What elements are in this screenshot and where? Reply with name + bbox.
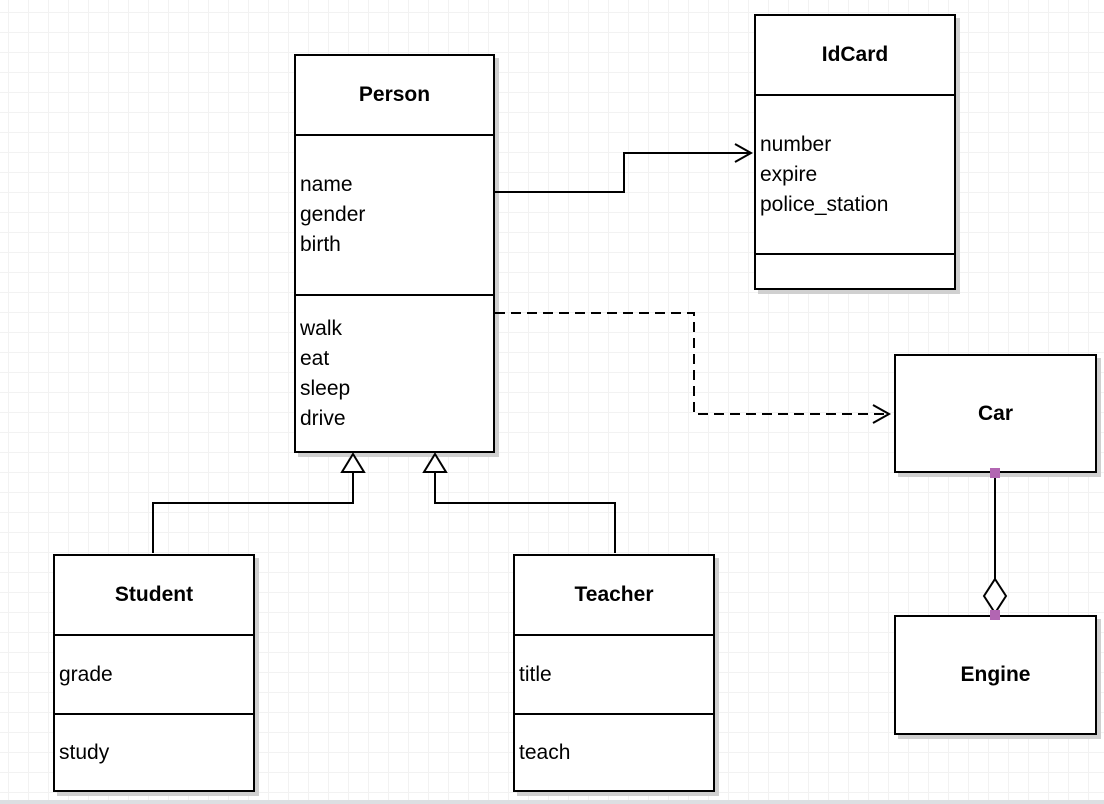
class-attribute: birth — [300, 233, 341, 256]
class-attribute: grade — [59, 662, 113, 686]
generalization-teacher-person[interactable] — [422, 452, 616, 553]
association-line[interactable] — [495, 152, 749, 193]
class-attribute: gender — [300, 203, 366, 226]
class-attribute: name — [300, 173, 353, 196]
hollow-triangle-arrowhead-icon — [340, 452, 366, 473]
class-teacher[interactable]: Teacher title teach — [513, 554, 715, 792]
class-person[interactable]: Person name gender birth walk eat sleep … — [294, 54, 495, 453]
class-method: drive — [300, 406, 346, 430]
class-student-title: Student — [114, 583, 194, 606]
association-person-idcard[interactable] — [495, 143, 754, 193]
class-attribute: police_station — [760, 192, 889, 216]
canvas-bottom-edge — [0, 800, 1104, 804]
class-method: walk — [300, 316, 343, 340]
generalization-line[interactable] — [152, 472, 354, 553]
open-arrowhead-icon — [872, 404, 892, 424]
class-teacher-title: Teacher — [574, 583, 654, 606]
class-student[interactable]: Student grade study — [53, 554, 255, 792]
class-attribute: expire — [760, 162, 818, 186]
class-idcard-attributes: number expire police_station — [756, 94, 954, 253]
class-method: eat — [300, 346, 330, 370]
class-attribute: number — [760, 132, 832, 156]
dependency-person-car[interactable] — [495, 312, 892, 424]
class-idcard-methods-empty — [756, 253, 954, 288]
class-teacher-methods: teach — [515, 713, 713, 790]
class-teacher-attributes: title — [515, 634, 713, 713]
class-person-title: Person — [358, 83, 431, 106]
generalization-student-person[interactable] — [152, 452, 366, 553]
class-car-title: Car — [977, 401, 1014, 425]
class-engine[interactable]: Engine — [894, 615, 1097, 735]
class-idcard[interactable]: IdCard number expire police_station — [754, 14, 956, 290]
class-student-attributes: grade — [55, 634, 253, 713]
class-person-attributes: name gender birth — [296, 134, 493, 294]
open-arrowhead-icon — [734, 143, 754, 163]
hollow-triangle-arrowhead-icon — [422, 452, 448, 473]
class-engine-title: Engine — [960, 663, 1031, 686]
connection-point-marker[interactable] — [990, 610, 1000, 620]
class-person-methods: walk eat sleep drive — [296, 294, 493, 451]
class-car[interactable]: Car — [894, 354, 1097, 473]
class-idcard-title: IdCard — [821, 43, 889, 66]
generalization-line[interactable] — [434, 472, 616, 553]
aggregation-car-engine[interactable] — [982, 468, 1008, 620]
dependency-line[interactable] — [495, 312, 887, 415]
class-attribute: title — [519, 662, 552, 686]
hollow-diamond-icon — [982, 577, 1008, 615]
class-method: teach — [519, 740, 571, 764]
class-student-methods: study — [55, 713, 253, 790]
connection-point-marker[interactable] — [990, 468, 1000, 478]
class-method: study — [59, 740, 110, 764]
class-method: sleep — [300, 376, 351, 400]
